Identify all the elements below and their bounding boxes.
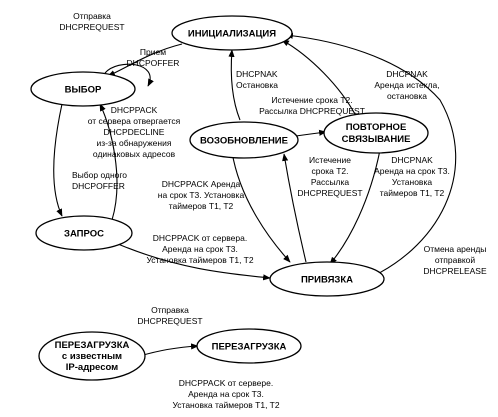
label-ack-bound-line-3: Установка таймеров T1, T2 <box>146 255 253 265</box>
label-select-offer-line-1: Выбор одного <box>72 170 127 180</box>
label-nak-stop-line-1: DHCPNAK <box>236 69 278 79</box>
label-nak-lease-expired-line-3: остановка <box>387 91 427 101</box>
label-t2-expired-line-1: Истечение срока T2. <box>271 95 352 105</box>
edge-rebootinit-to-reboot <box>139 343 199 357</box>
label-nak-rebind-line-3: Установка <box>392 177 432 187</box>
edge-request-to-bound <box>117 243 271 281</box>
label-ack-decline-line-2: от сервера отвергается <box>88 116 181 126</box>
label-reboot-send: Отправка DHCPREQUEST <box>137 305 202 326</box>
label-nak-lease-expired-line-2: Аренда истекла, <box>374 80 439 90</box>
label-ack-lease-rr-line-3: таймеров T1, T2 <box>169 201 234 211</box>
label-t2-expiry-broadcast-mid: Истечение срока T2. Рассылка DHCPREQUEST <box>297 155 362 198</box>
node-rebind-label-1: ПОВТОРНОЕ <box>346 122 407 133</box>
edge-bound-to-init <box>285 32 457 283</box>
edge-init-to-select <box>107 43 183 77</box>
label-cancel-release-line-3: DHCPRELEASE <box>423 266 487 276</box>
node-reboot-init-label-3: IP-адресом <box>66 362 118 373</box>
label-cancel-release-line-2: отправкой <box>435 255 476 265</box>
label-ack-bound-line-1: DHCPPACK от сервера. <box>153 233 247 243</box>
label-nak-rebind-line-4: таймеров T1, T2 <box>380 188 445 198</box>
node-reboot-init-label-2: с известным <box>62 351 122 362</box>
edge-renew-to-init <box>228 49 241 121</box>
label-reboot-ack: DHCPPACK от сервере. Аренда на срок T3. … <box>172 378 279 410</box>
node-request-label: ЗАПРОС <box>64 229 104 240</box>
label-send-request-line-2: DHCPREQUEST <box>59 22 124 32</box>
node-rebind: ПОВТОРНОЕ СВЯЗЫВАНИЕ <box>323 112 429 154</box>
label-ack-bound: DHCPPACK от сервера. Аренда на срок T3. … <box>146 233 253 265</box>
label-nak-rebind-line-2: Аренда на срок T3. <box>374 166 450 176</box>
label-cancel-release-line-1: Отмена аренды <box>424 244 487 254</box>
node-renew: ВОЗОБНОВЛЕНИЕ <box>189 121 299 159</box>
label-ack-decline-line-5: одинаковых адресов <box>93 149 176 159</box>
edge-rebind-to-bound <box>329 149 381 265</box>
label-ack-decline: DHCPPACK от сервера отвергается DHCPDECL… <box>88 105 181 159</box>
label-receive-offer: Прием DHCPOFFER <box>127 47 180 68</box>
label-ack-decline-line-1: DHCPPACK <box>111 105 158 115</box>
node-select-label: ВЫБОР <box>65 85 102 96</box>
label-nak-rebind-line-1: DHCPNAK <box>391 155 433 165</box>
label-t2-mid-line-4: DHCPREQUEST <box>297 188 362 198</box>
edge-select-to-request <box>53 103 63 217</box>
node-renew-label: ВОЗОБНОВЛЕНИЕ <box>200 136 288 147</box>
node-rebind-label-2: СВЯЗЫВАНИЕ <box>342 134 411 145</box>
node-reboot-label: ПЕРЕЗАГРУЗКА <box>212 342 287 353</box>
label-reboot-send-line-1: Отправка <box>151 305 189 315</box>
edge-renew-to-bound <box>231 151 291 263</box>
label-reboot-ack-line-3: Установка таймеров T1, T2 <box>172 400 279 410</box>
label-cancel-release: Отмена аренды отправкой DHCPRELEASE <box>423 244 487 276</box>
edge-renew-to-rebind <box>295 129 327 137</box>
label-t2-mid-line-2: срока T2. <box>312 166 349 176</box>
node-init: ИНИЦИАЛИЗАЦИЯ <box>171 15 293 51</box>
label-ack-lease-request-renew: DHCPPACK Аренда на срок T3. Установка та… <box>158 179 245 211</box>
label-ack-decline-line-3: DHCPDECLINE <box>104 127 165 137</box>
node-select: ВЫБОР <box>30 71 136 107</box>
edge-select-self-loop <box>104 63 154 87</box>
label-t2-expired-broadcast: Истечение срока T2. Рассылка DHCPREQUEST <box>259 95 365 116</box>
label-ack-lease-rr-line-1: DHCPPACK Аренда <box>162 179 241 189</box>
node-reboot: ПЕРЕЗАГРУЗКА <box>196 328 302 364</box>
edge-labels: Отправка DHCPREQUEST Прием DHCPOFFER DHC… <box>59 11 487 410</box>
label-select-offer-line-2: DHCPOFFER <box>72 181 125 191</box>
label-ack-lease-rr-line-2: на срок T3. Установка <box>158 190 245 200</box>
edges <box>53 32 457 357</box>
node-request: ЗАПРОС <box>35 215 133 251</box>
label-nak-rebind-lease: DHCPNAK Аренда на срок T3. Установка тай… <box>374 155 450 198</box>
node-reboot-init-label-1: ПЕРЕЗАГРУЗКА <box>55 340 130 351</box>
node-bound: ПРИВЯЗКА <box>269 261 385 297</box>
edge-request-to-select <box>99 103 118 221</box>
node-reboot-init: ПЕРЕЗАГРУЗКА с известным IP-адресом <box>38 331 146 381</box>
label-t2-expired-line-2: Рассылка DHCPREQUEST <box>259 106 365 116</box>
node-init-label: ИНИЦИАЛИЗАЦИЯ <box>188 29 276 40</box>
label-send-request-line-1: Отправка <box>73 11 111 21</box>
label-send-request: Отправка DHCPREQUEST <box>59 11 124 32</box>
label-ack-bound-line-2: Аренда на срок T3. <box>162 244 238 254</box>
label-nak-lease-expired: DHCPNAK Аренда истекла, остановка <box>374 69 439 101</box>
edge-bound-to-renew <box>282 153 307 263</box>
label-receive-offer-line-2: DHCPOFFER <box>127 58 180 68</box>
label-receive-offer-line-1: Прием <box>140 47 166 57</box>
label-t2-mid-line-3: Рассылка <box>311 177 350 187</box>
label-t2-mid-line-1: Истечение <box>309 155 351 165</box>
label-nak-lease-expired-line-1: DHCPNAK <box>386 69 428 79</box>
label-nak-stop-line-2: Остановка <box>236 80 278 90</box>
node-bound-label: ПРИВЯЗКА <box>301 275 353 286</box>
label-select-offer: Выбор одного DHCPOFFER <box>72 170 127 191</box>
label-reboot-ack-line-1: DHCPPACK от сервере. <box>179 378 273 388</box>
label-nak-stop: DHCPNAK Остановка <box>236 69 278 90</box>
label-reboot-send-line-2: DHCPREQUEST <box>137 316 202 326</box>
label-ack-decline-line-4: из-за обнаружения <box>97 138 172 148</box>
nodes: ИНИЦИАЛИЗАЦИЯ ВЫБОР ВОЗОБНОВЛЕНИЕ ПОВТОР… <box>30 15 429 381</box>
label-reboot-ack-line-2: Аренда на срок T3. <box>188 389 264 399</box>
edge-rebind-to-init <box>281 39 357 117</box>
